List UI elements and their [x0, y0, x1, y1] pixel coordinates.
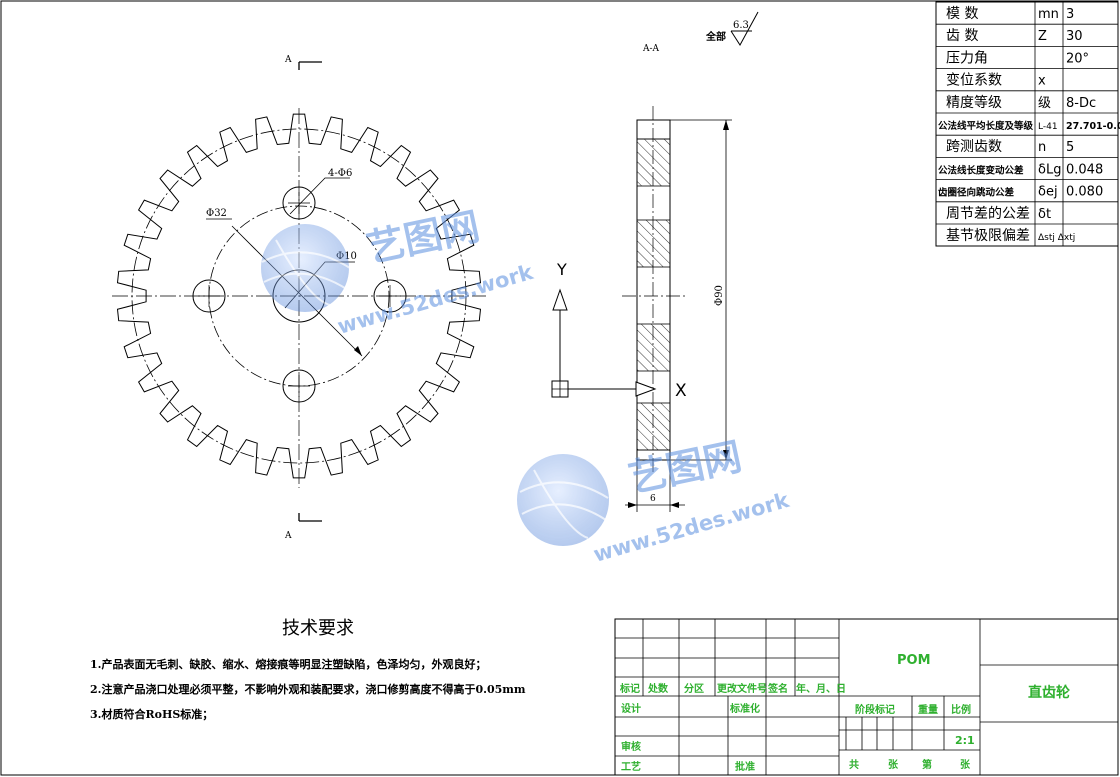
scale-value: 2:1 [955, 734, 975, 747]
tech-item-2: 2.注意产品浇口处理必须平整，不影响外观和装配要求，浇口修剪高度不得高于0.05… [90, 682, 526, 696]
watermark-globe-icon-2 [517, 454, 609, 546]
col-label-change-doc: 更改文件号 [717, 682, 767, 695]
param-value: 5 [1066, 140, 1074, 155]
watermark-1: 艺图网 www.52des.work [261, 204, 537, 339]
param-value: 3 [1066, 7, 1074, 22]
col-label-count: 处数 [647, 682, 669, 695]
param-symbol: x [1038, 74, 1046, 89]
section-label-bottom: A [284, 531, 292, 541]
tech-title: 技术要求 [282, 618, 354, 639]
col-label-zone: 分区 [684, 682, 704, 695]
outer-dia-dimension: Φ90 [714, 285, 725, 306]
gear-parameter-table: 模 数 mn 3 齿 数 Z 30 压力角 20° 变位系数 x 精度等级 级 8-Dc 公法线平均长度及… [935, 1, 1120, 247]
param-name: 周节差的公差 [946, 206, 1030, 222]
weight-label: 重量 [918, 703, 938, 716]
tech-item-1: 1.产品表面无毛刺、缺胶、缩水、熔接痕等明显注塑缺陷，色泽均匀，外观良好； [90, 657, 486, 671]
section-mark-top [298, 61, 322, 70]
ucs-icon: Y X [551, 260, 687, 401]
col-label-date: 年、月、日 [796, 682, 846, 695]
title-block [614, 618, 1119, 776]
param-name: 齿圈径向跳动公差 [938, 187, 1015, 199]
roughness-value: 6.3 [733, 20, 749, 31]
stage-mark-label: 阶段标记 [855, 703, 895, 716]
section-view-aa: A-A 全部 6.3 Φ90 6 Y X [551, 11, 759, 512]
param-name: 齿 数 [946, 28, 978, 44]
param-name: 模 数 [946, 6, 978, 22]
param-symbol: Z [1038, 29, 1047, 44]
section-label-top: A [284, 55, 292, 65]
param-value: 20° [1066, 51, 1089, 66]
watermark-url: www.52des.work [335, 260, 537, 339]
pcd-dimension: Φ32 [206, 208, 227, 219]
page-label: 第 [922, 758, 932, 771]
param-symbol: mn [1038, 7, 1059, 22]
param-symbol: δt [1038, 207, 1051, 222]
ucs-x-label: X [675, 381, 687, 401]
param-name: 精度等级 [946, 94, 1002, 111]
holes-dimension: 4-Φ6 [328, 168, 352, 179]
technical-requirements: 技术要求 1.产品表面无毛刺、缺胶、缩水、熔接痕等明显注塑缺陷，色泽均匀，外观良… [90, 618, 526, 721]
param-value: 0.048 [1066, 162, 1103, 177]
holes-leader [289, 177, 350, 215]
section-body [636, 119, 671, 461]
design-label: 设计 [621, 702, 641, 715]
col-label-mark: 标记 [619, 682, 640, 695]
param-symbol: L-41 [1038, 122, 1058, 132]
section-title: A-A [642, 44, 660, 54]
param-name: 变位系数 [946, 73, 1002, 89]
part-name: 直齿轮 [1028, 684, 1070, 701]
param-value: 0.080 [1066, 185, 1103, 200]
param-value: 8-Dc [1066, 96, 1096, 111]
process-label: 工艺 [621, 760, 641, 773]
col-label-sign: 签名 [767, 682, 788, 695]
title-block-text: POM 直齿轮 标记 处数 分区 更改文件号 签名 年、月、日 设计 标准化 审… [619, 653, 1070, 773]
param-name: 公法线长度变动公差 [938, 164, 1024, 176]
ratio-label: 比例 [951, 703, 971, 716]
watermark-brand: 艺图网 [363, 204, 484, 271]
material: POM [897, 653, 931, 668]
param-value: 30 [1066, 29, 1083, 44]
roughness-prefix: 全部 [705, 30, 726, 43]
param-symbol: Δstj Δxtj [1038, 233, 1075, 243]
ucs-y-label: Y [556, 260, 567, 279]
param-symbol: n [1038, 140, 1046, 155]
check-label: 审核 [621, 740, 641, 753]
section-mark-bottom [298, 513, 322, 522]
gear-tooth-outline [116, 113, 482, 479]
param-symbol: δej [1038, 185, 1058, 200]
param-name: 公法线平均长度及等级 [938, 120, 1034, 132]
watermark-globe-icon [261, 224, 349, 312]
param-symbol: 级 [1038, 96, 1051, 111]
param-name: 压力角 [946, 50, 988, 66]
param-name: 基节极限偏差 [946, 227, 1030, 244]
param-name: 跨测齿数 [946, 139, 1002, 155]
approve-label: 批准 [735, 760, 755, 773]
roughness-symbol [730, 11, 759, 46]
sheets-label: 张 [888, 758, 899, 771]
param-value: 27.701-0.07 [1066, 121, 1120, 132]
width-dimension: 6 [650, 494, 656, 504]
watermark-url-2: www.52des.work [591, 488, 793, 567]
sheet-label: 张 [960, 758, 971, 771]
standardize-label: 标准化 [729, 702, 760, 715]
total-label: 共 [849, 758, 859, 771]
tech-item-3: 3.材质符合RoHS标准； [90, 707, 213, 721]
param-symbol: δLg [1038, 162, 1061, 177]
